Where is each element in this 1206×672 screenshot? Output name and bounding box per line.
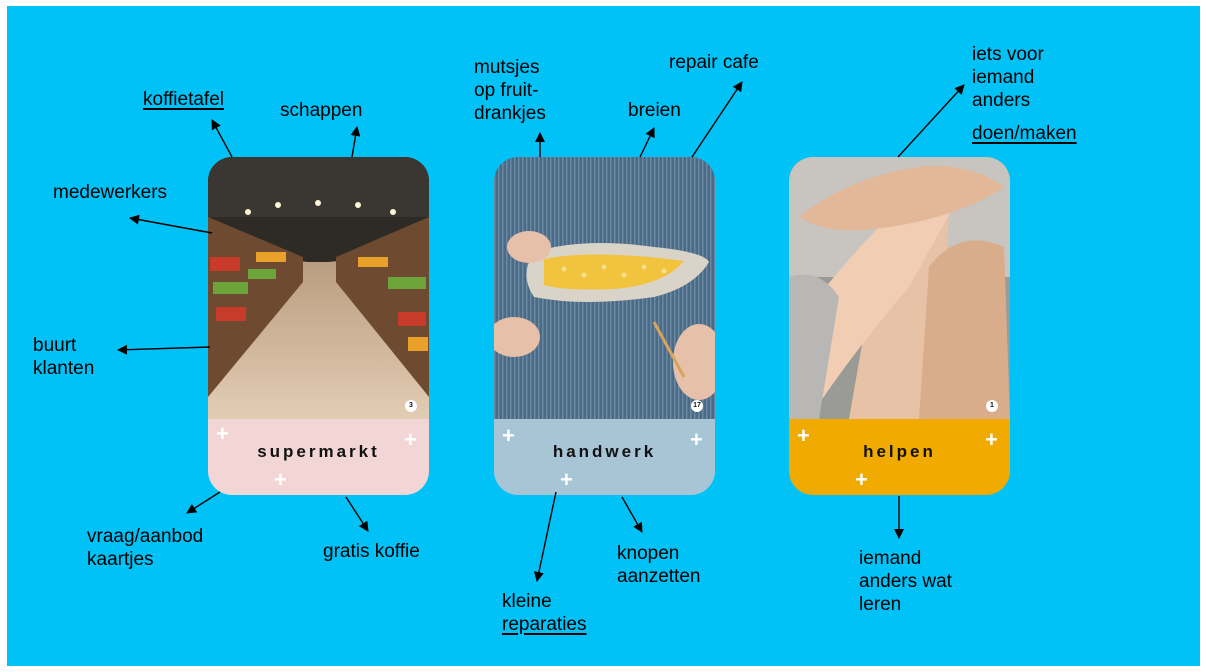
label-iets-voor: iets voor iemand anders (972, 44, 1044, 111)
plus-icon: + (855, 467, 868, 492)
label-buurt-klanten: buurt klanten (33, 335, 95, 379)
card-title: supermarkt (257, 442, 380, 461)
plus-icon: + (404, 427, 417, 452)
card-number-badge: 17 (691, 400, 703, 412)
stacked-hands-photo (789, 157, 1010, 419)
plus-icon: + (985, 427, 998, 452)
label-kleine: kleine (502, 591, 552, 612)
label-mutsjes: mutsjes op fruit- drankjes (474, 57, 546, 124)
card-band (494, 419, 715, 495)
label-breien: breien (628, 100, 681, 121)
card-band (208, 419, 429, 495)
label-vraag-aanbod: vraag/aanbod kaartjes (87, 526, 204, 570)
plus-icon: + (502, 423, 515, 448)
plus-icon: + (797, 423, 810, 448)
label-repair-cafe: repair cafe (669, 52, 759, 73)
label-knopen: knopen aanzetten (617, 543, 701, 587)
card-handwerk: 17 handwerk + + + (494, 157, 715, 495)
card-number-badge: 1 (986, 400, 998, 412)
card-helpen: 1 helpen + + + (789, 157, 1010, 495)
label-gratis-koffie: gratis koffie (323, 541, 420, 562)
label-medewerkers: medewerkers (53, 182, 168, 203)
plus-icon: + (274, 467, 287, 492)
supermarket-photo (208, 157, 429, 419)
plus-icon: + (560, 467, 573, 492)
plus-icon: + (216, 421, 229, 446)
card-band (789, 419, 1010, 495)
card-title: helpen (863, 442, 936, 461)
label-iemand-leren: iemand anders wat leren (859, 548, 952, 615)
label-schappen: schappen (280, 100, 363, 121)
plus-icon: + (690, 427, 703, 452)
label-koffietafel: koffietafel (143, 89, 224, 110)
card-supermarkt: 3 supermarkt + + + (208, 157, 429, 495)
label-reparaties: reparaties (502, 614, 587, 635)
card-title: handwerk (552, 442, 657, 461)
denim-repair-photo (494, 157, 715, 419)
label-doen-maken: doen/maken (972, 123, 1077, 144)
card-number-badge: 3 (405, 400, 417, 412)
